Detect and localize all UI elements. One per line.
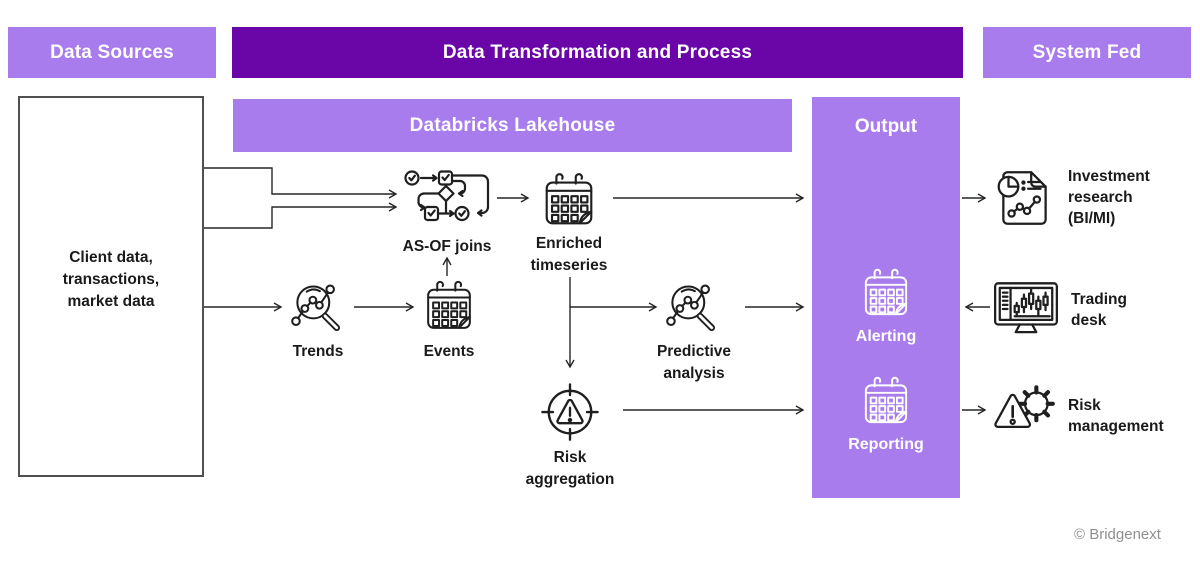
monitor-candlestick-icon <box>990 275 1062 341</box>
trading-desk-label: Trading desk <box>1071 289 1181 331</box>
target-warning-icon <box>536 377 604 445</box>
label-line: Trading <box>1071 291 1127 308</box>
label-line: Investment <box>1068 168 1150 185</box>
label-line: analysis <box>663 365 725 382</box>
data-sources-header: Data Sources <box>8 27 216 78</box>
calendar-icon <box>420 277 478 337</box>
source-data-box: Client data, transactions, market data <box>18 96 204 477</box>
investment-research-label: Investment research (BI/MI) <box>1068 166 1188 229</box>
source-box-line: transactions, <box>62 270 160 288</box>
output-title: Output <box>854 116 918 137</box>
copyright: © Bridgenext <box>1074 526 1161 543</box>
workflow-icon <box>400 166 494 230</box>
magnifier-graph-icon <box>663 279 723 339</box>
calendar-icon <box>858 265 914 323</box>
document-chart-icon <box>992 164 1058 232</box>
label-line: Risk <box>1068 397 1101 414</box>
risk-aggregation-label: Risk aggregation <box>504 447 636 491</box>
lakehouse-header: Databricks Lakehouse <box>233 99 792 152</box>
label-line: research <box>1068 189 1133 206</box>
label-line: Risk <box>553 449 587 466</box>
source-box-line: market data <box>67 292 155 310</box>
reporting-label: Reporting <box>848 436 924 453</box>
calendar-icon <box>858 373 914 431</box>
system-fed-header: System Fed <box>983 27 1191 78</box>
label-line: aggregation <box>525 471 615 488</box>
warning-gear-icon <box>988 381 1060 443</box>
arrow-source-to-asof-bottom <box>204 202 398 229</box>
label-line: (BI/MI) <box>1068 210 1116 227</box>
label-line: timeseries <box>530 257 608 274</box>
alerting-label: Alerting <box>855 328 917 345</box>
as-of-joins-label: AS-OF joins <box>402 238 492 255</box>
label-line: management <box>1068 418 1164 435</box>
events-label: Events <box>423 343 475 360</box>
arrow-source-to-asof-top <box>204 167 398 199</box>
risk-management-label: Risk management <box>1068 395 1198 437</box>
label-line: Predictive <box>656 343 732 360</box>
predictive-analysis-label: Predictive analysis <box>638 341 750 385</box>
source-box-line: Client data, <box>69 248 153 266</box>
trends-label: Trends <box>292 343 344 360</box>
label-line: Enriched <box>535 235 603 252</box>
magnifier-graph-icon <box>288 279 348 339</box>
output-panel: Output Alerting Reporting <box>812 97 960 498</box>
transformation-header: Data Transformation and Process <box>232 27 963 78</box>
calendar-icon <box>538 168 600 234</box>
label-line: desk <box>1071 312 1107 329</box>
enriched-timeseries-label: Enriched timeseries <box>513 233 625 277</box>
